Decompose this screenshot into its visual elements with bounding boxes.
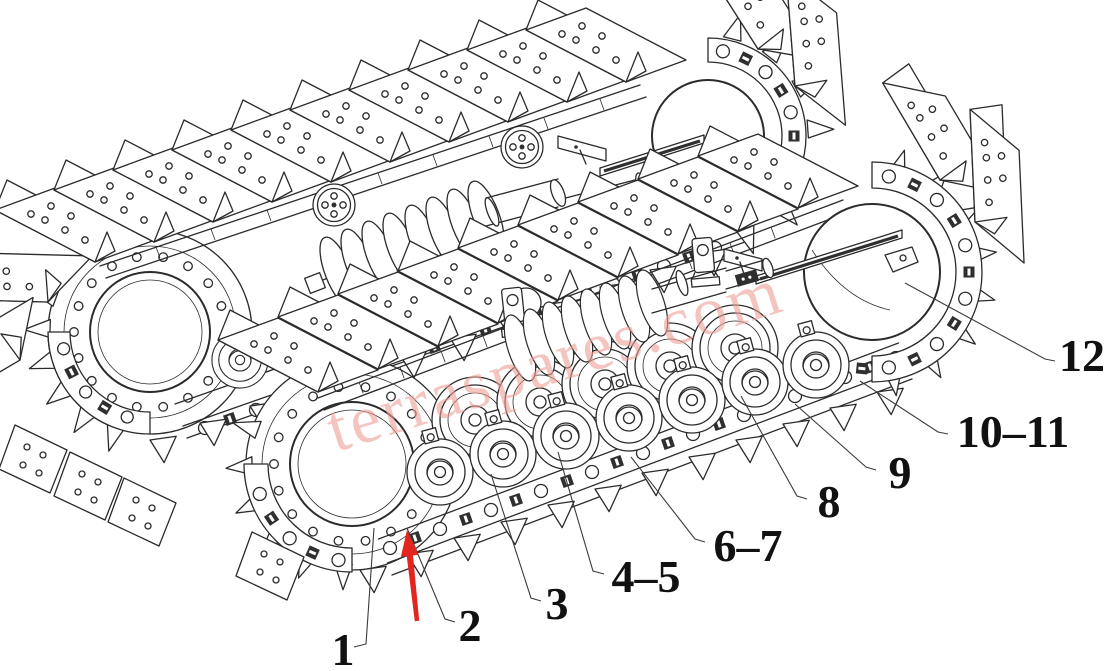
callout-label-4-5: 4–5 bbox=[612, 551, 681, 602]
leader-line-4-5 bbox=[557, 451, 605, 575]
leader-line-1 bbox=[353, 527, 375, 648]
callout-label-6-7: 6–7 bbox=[714, 520, 783, 571]
carrier-roller bbox=[312, 183, 356, 227]
recoil-spring-near bbox=[497, 257, 774, 386]
callout-label-9: 9 bbox=[889, 447, 912, 498]
leader-line-8 bbox=[740, 395, 808, 500]
far-top-run bbox=[0, 0, 687, 446]
callout-labels: 1 2 3 4–5 6–7 8 9 10–11 12 bbox=[332, 330, 1106, 671]
far-idler-chain-wrap bbox=[47, 331, 151, 435]
leader-line-9 bbox=[794, 403, 877, 471]
red-pointer-arrow bbox=[400, 530, 420, 622]
carrier-roller bbox=[500, 125, 544, 169]
callout-label-1: 1 bbox=[332, 624, 355, 671]
leader-line-3 bbox=[490, 473, 542, 602]
callout-label-2: 2 bbox=[459, 600, 482, 651]
callout-label-12: 12 bbox=[1059, 330, 1105, 381]
track-rail-near bbox=[723, 229, 919, 285]
leader-line-2 bbox=[406, 527, 456, 623]
near-front-loop bbox=[803, 146, 999, 398]
leader-line-6-7 bbox=[630, 456, 706, 543]
far-idler-wheel bbox=[23, 207, 253, 455]
track-shoe bbox=[0, 424, 68, 494]
callout-label-10-11: 10–11 bbox=[957, 406, 1069, 457]
callout-label-8: 8 bbox=[818, 476, 841, 527]
leader-line-12 bbox=[904, 282, 1056, 362]
near-track-assembly bbox=[217, 56, 1077, 601]
leader-lines bbox=[353, 282, 1056, 648]
callout-label-3: 3 bbox=[546, 578, 569, 629]
leader-line-10-11 bbox=[859, 380, 949, 435]
spring-id-plate bbox=[734, 269, 760, 287]
